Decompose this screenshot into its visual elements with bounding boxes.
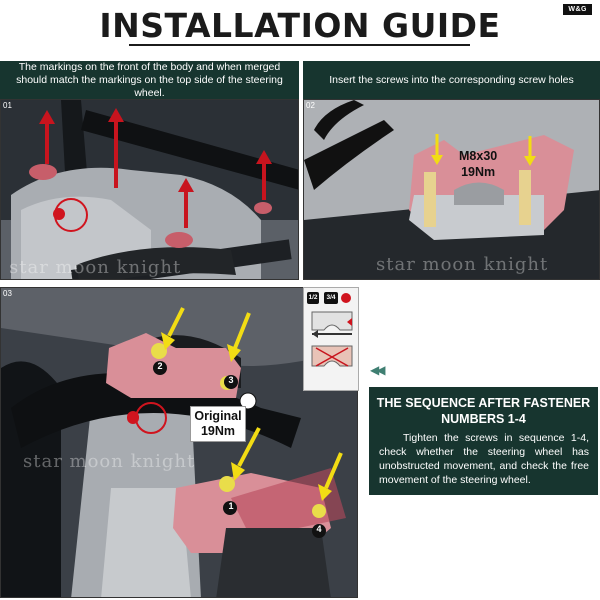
sequence-heading: THE SEQUENCE AFTER FASTENER NUMBERS 1-4 xyxy=(376,396,591,426)
step2-photo: M8x30 19Nm 02 star moon knight xyxy=(303,99,600,280)
original-torque-label: Original 19Nm xyxy=(190,406,246,442)
step2-caption: Insert the screws into the corresponding… xyxy=(303,61,600,99)
step2-number: 02 xyxy=(306,101,315,110)
step3-photo: 03 1 2 3 4 star moon knight xyxy=(0,287,358,598)
step1-number: 01 xyxy=(3,101,12,110)
up-arrow-icon xyxy=(39,108,272,228)
sequence-textbox: THE SEQUENCE AFTER FASTENER NUMBERS 1-4 … xyxy=(369,387,598,495)
down-arrow-icon xyxy=(431,134,536,166)
badge-4: 4 xyxy=(316,524,322,534)
sequence-body: Tighten the screws in sequence 1-4, chec… xyxy=(379,432,589,486)
watermark: star moon knight xyxy=(9,257,182,278)
badge-2: 2 xyxy=(157,361,163,371)
page-title: INSTALLATION GUIDE xyxy=(99,6,501,45)
screw-spec: M8x30 19Nm xyxy=(459,149,498,179)
badge-3: 3 xyxy=(228,375,234,385)
number-badge xyxy=(153,361,326,538)
watermark: star moon knight xyxy=(23,451,196,472)
step1-caption: The markings on the front of the body an… xyxy=(0,61,299,99)
chevron-left-icon: ◀◀ xyxy=(370,363,386,377)
seq-label-3-4: 3/4 xyxy=(326,294,336,301)
badge-1: 1 xyxy=(228,501,234,511)
step1-photo: 01 star moon knight xyxy=(0,99,299,280)
title-underline xyxy=(129,44,470,46)
seq-label-1-2: 1/2 xyxy=(308,294,318,301)
step3-number: 03 xyxy=(3,289,12,298)
down-arrow-icon xyxy=(161,307,343,501)
watermark: star moon knight xyxy=(376,254,549,275)
brand-logo: W&G xyxy=(563,4,592,15)
sequence-diagram: 1/2 3/4 xyxy=(303,287,359,391)
